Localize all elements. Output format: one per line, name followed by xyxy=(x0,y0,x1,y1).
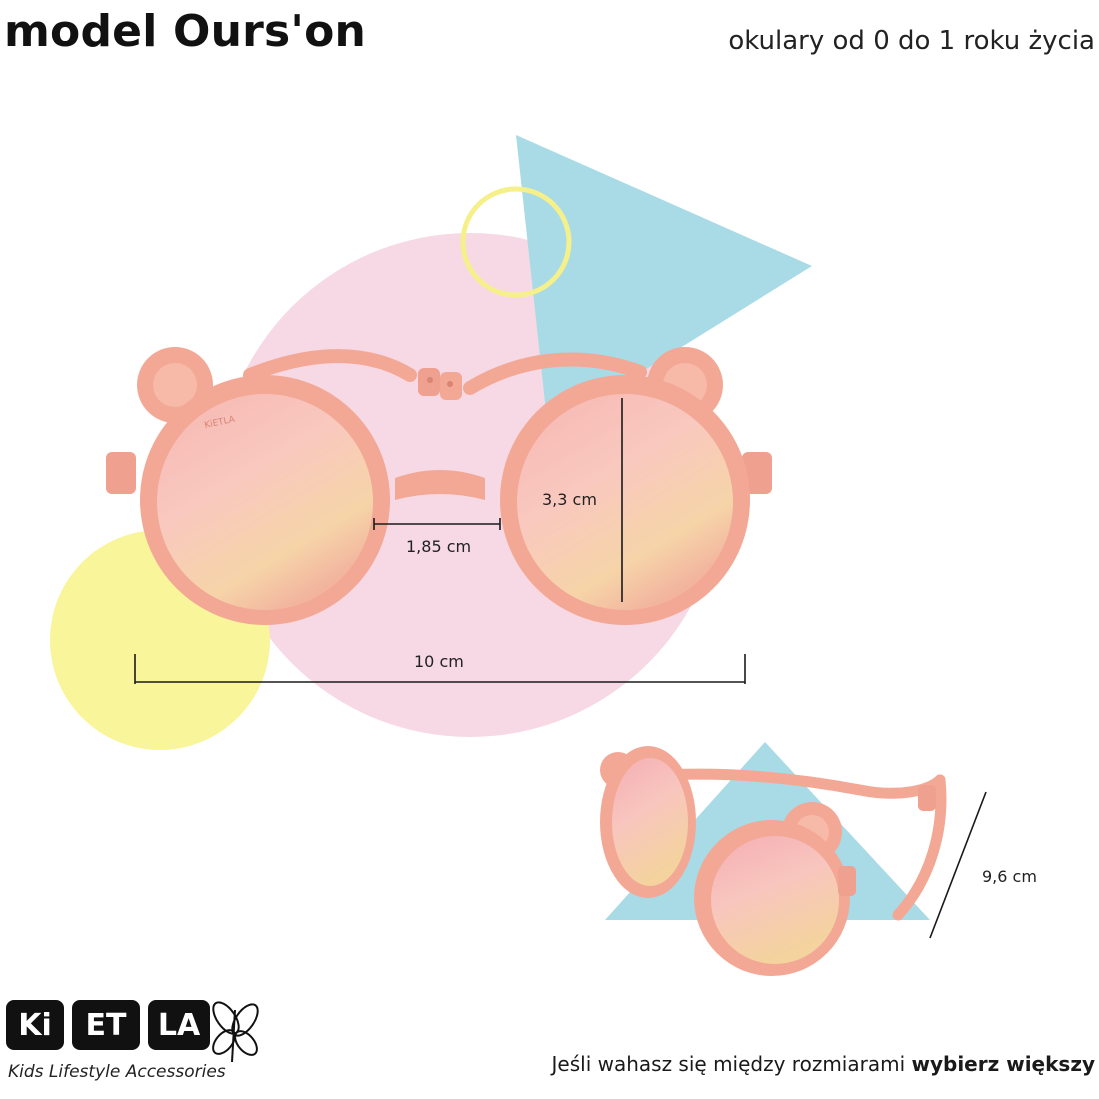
dragonfly-logo-icon xyxy=(212,1001,259,1063)
yellow-ring xyxy=(460,186,572,298)
age-subtitle: okulary od 0 do 1 roku życia xyxy=(728,26,1095,56)
temple-length-dimension-label: 9,6 cm xyxy=(982,867,1037,886)
total-width-dimension-label: 10 cm xyxy=(414,652,464,671)
page-title: model Ours'on xyxy=(4,6,367,57)
size-advice-prefix: Jeśli wahasz się między rozmiarami xyxy=(551,1052,906,1076)
size-advice-note: Jeśli wahasz się między rozmiarami wybie… xyxy=(552,1052,1095,1076)
logo-box-ki: Ki xyxy=(6,1000,64,1050)
logo-box-la: LA xyxy=(148,1000,210,1050)
logo-tagline: Kids Lifestyle Accessories xyxy=(8,1062,226,1082)
strap xyxy=(243,349,647,395)
logo-box-et: ET xyxy=(72,1000,140,1050)
temple-length-dimension-line xyxy=(929,791,987,939)
dimension-lines xyxy=(134,398,746,684)
side-view-glasses xyxy=(600,746,947,976)
strap-buckle xyxy=(418,368,462,400)
bridge-dimension-label: 1,85 cm xyxy=(406,537,472,556)
bridge xyxy=(395,470,485,500)
main-glasses: KiETLA xyxy=(106,347,772,625)
right-lens xyxy=(517,394,733,610)
kietla-logo: Ki ET LA Kids Lifestyle Accessories xyxy=(6,1000,266,1092)
left-lens xyxy=(157,394,373,610)
lens-height-dimension-label: 3,3 cm xyxy=(542,490,597,509)
size-advice-bold: wybierz większy xyxy=(911,1052,1096,1076)
